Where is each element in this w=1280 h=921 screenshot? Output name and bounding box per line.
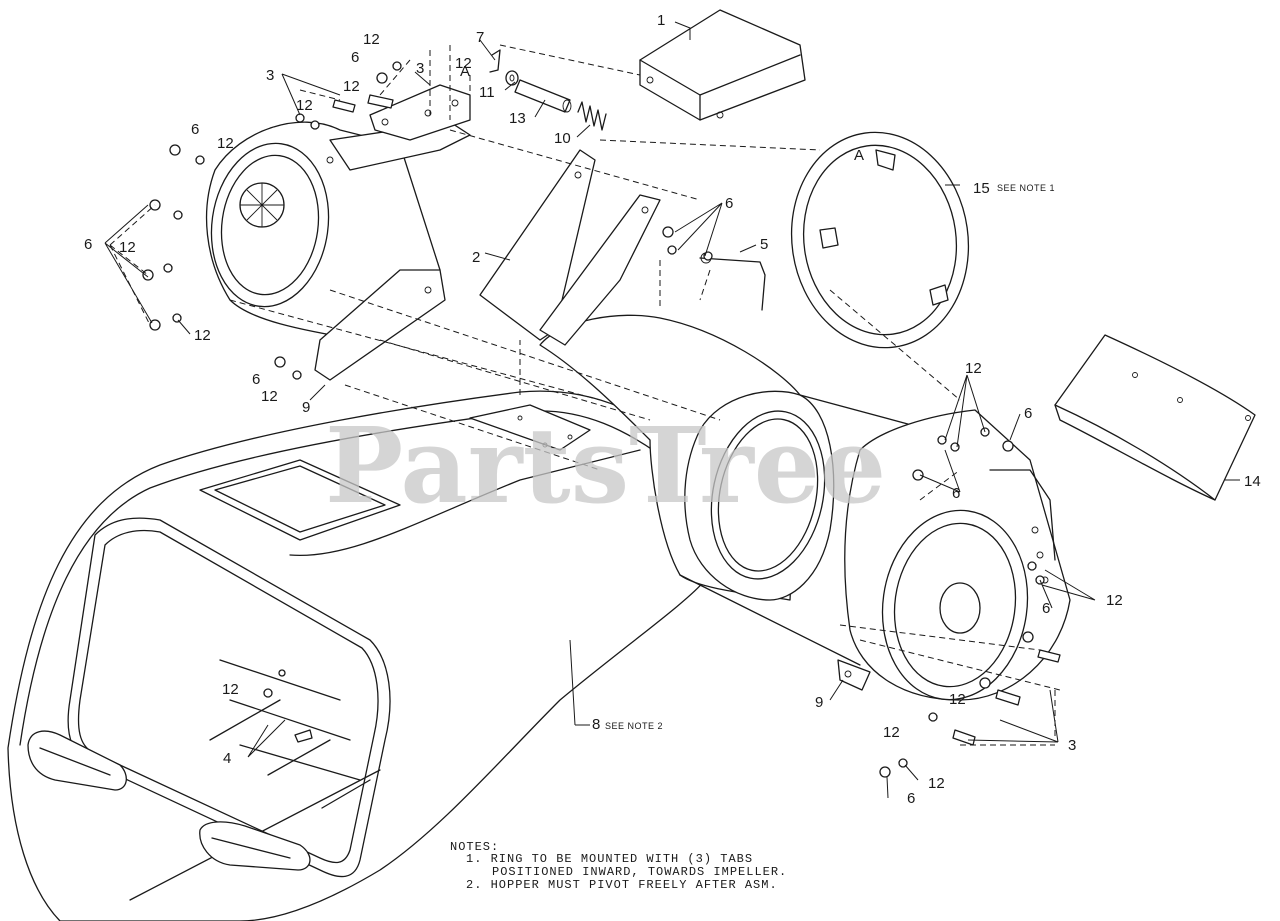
callout-9-a: 9 [302, 399, 310, 416]
callout-1: 1 [657, 12, 665, 29]
callout-3-top: 3 [416, 60, 424, 77]
callout-12-e: 12 [217, 135, 234, 152]
impeller-housing [539, 314, 931, 666]
callout-4: 4 [223, 750, 231, 767]
note-line-2: POSITIONED INWARD, TOWARDS IMPELLER. [492, 865, 787, 879]
reference-mark-a-ring: A [854, 147, 864, 164]
callout-12-l: 12 [883, 724, 900, 741]
callout-6-d: 6 [252, 371, 260, 388]
leader-lines [104, 21, 1240, 799]
callout-6-c: 6 [351, 49, 359, 66]
right-housing [837, 409, 1071, 701]
pin-part-13 [514, 79, 572, 113]
spring-part-10 [577, 101, 607, 131]
callout-5: 5 [760, 236, 768, 253]
callout-3-right: 3 [1068, 737, 1076, 754]
callout-15: 15 [973, 180, 990, 197]
callout-12-m: 12 [928, 775, 945, 792]
bracket-part-1 [639, 9, 806, 121]
callout-12-i: 12 [965, 360, 982, 377]
rod-part-5 [699, 252, 766, 311]
ring-part-15 [790, 131, 970, 349]
callout-6-g: 6 [952, 485, 960, 502]
callout-12-b: 12 [343, 78, 360, 95]
callout-6-f: 6 [1024, 405, 1032, 422]
notes-block: NOTES: 1. RING TO BE MOUNTED WITH (3) TA… [450, 840, 787, 892]
callout-6-b: 6 [84, 236, 92, 253]
note-line-1: 1. RING TO BE MOUNTED WITH (3) TABS [466, 852, 753, 866]
callout-12-n: 12 [222, 681, 239, 698]
callout-6-h: 6 [1042, 600, 1050, 617]
callout-12-g: 12 [194, 327, 211, 344]
note-ref-8: SEE NOTE 2 [605, 721, 663, 731]
callout-13: 13 [509, 110, 526, 127]
reference-mark-a-top: A [460, 63, 470, 80]
callout-14: 14 [1244, 473, 1261, 490]
plate-part-2 [479, 149, 661, 346]
callout-labels: 1 2 3 3 3 4 5 6 6 6 6 6 6 6 6 6 7 8 SEE … [84, 12, 1261, 807]
watermark-logo: PartsTree [325, 404, 886, 527]
washer-part-11 [505, 70, 519, 86]
callout-2: 2 [472, 249, 480, 266]
callout-9-b: 9 [815, 694, 823, 711]
callout-12-f: 12 [119, 239, 136, 256]
notes-header: NOTES: [450, 840, 499, 854]
hopper-part-8 [7, 390, 706, 921]
callout-12-j: 12 [1106, 592, 1123, 609]
callout-10: 10 [554, 130, 571, 147]
callout-12-c: 12 [296, 97, 313, 114]
callout-6-e: 6 [725, 195, 733, 212]
left-housing [206, 121, 471, 381]
callout-6-i: 6 [907, 790, 915, 807]
fasteners [142, 61, 1061, 778]
callout-7: 7 [476, 29, 484, 46]
callout-12-h: 12 [261, 388, 278, 405]
hinge-bracket [369, 84, 471, 141]
callout-6-a: 6 [191, 121, 199, 138]
deflector-part-14 [1054, 334, 1256, 501]
note-line-3: 2. HOPPER MUST PIVOT FREELY AFTER ASM. [466, 878, 778, 892]
assembly-lines [109, 44, 1061, 746]
callout-12-a: 12 [363, 31, 380, 48]
callout-11: 11 [479, 84, 495, 101]
note-ref-15: SEE NOTE 1 [997, 183, 1055, 193]
callout-3-left: 3 [266, 67, 274, 84]
callout-12-k: 12 [949, 691, 966, 708]
clip-part-7 [489, 49, 501, 73]
callout-8: 8 [592, 716, 600, 733]
callout-12-d: 12 [455, 55, 472, 72]
